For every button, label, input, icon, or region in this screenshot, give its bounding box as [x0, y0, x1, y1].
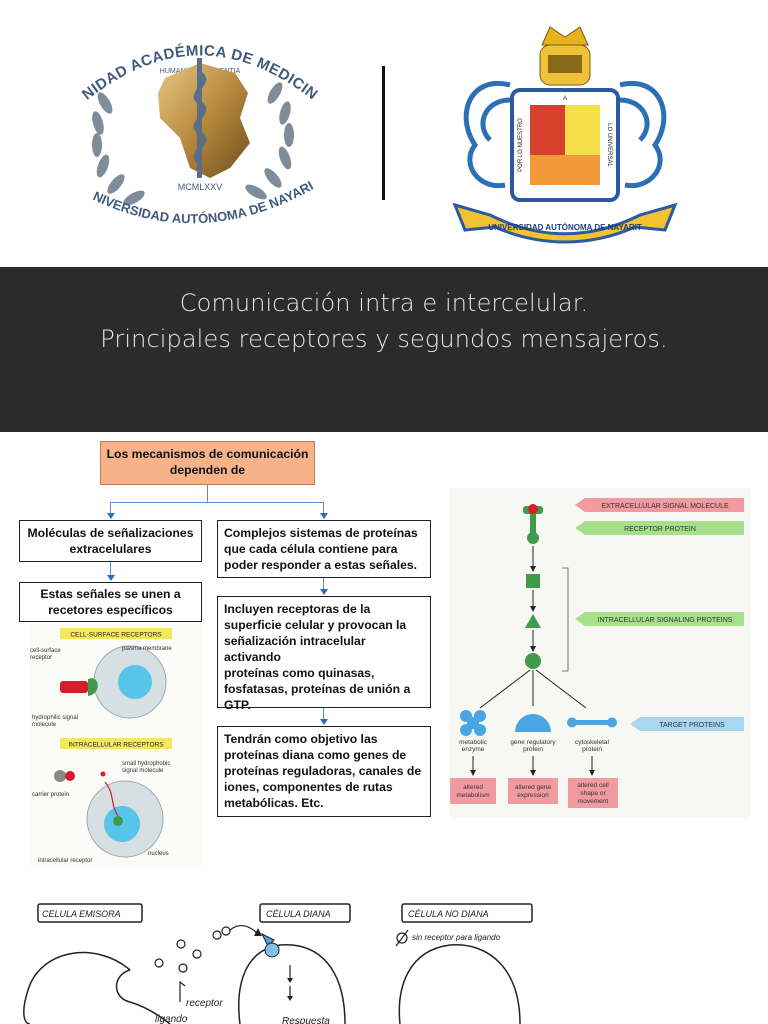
- svg-text:receptor: receptor: [30, 655, 52, 661]
- receptor-label-bg: [575, 521, 744, 535]
- svg-text:hydrophilic signal: hydrophilic signal: [32, 715, 78, 721]
- svg-text:plasma membrane: plasma membrane: [122, 646, 172, 652]
- university-coat-of-arms: A POR LO NUESTRO LO UNIVERSAL UNIVERSIDA…: [452, 26, 678, 244]
- flow-root-box: Los mecanismos de comunicación dependen …: [100, 441, 315, 485]
- svg-text:cytoskeletal: cytoskeletal: [575, 739, 610, 746]
- signal-molecule-icon: [60, 681, 88, 693]
- svg-text:expression: expression: [517, 792, 549, 799]
- svg-text:molecule: molecule: [32, 722, 57, 728]
- svg-text:intracellular receptor: intracellular receptor: [38, 858, 92, 864]
- shield-top-letter: A: [563, 96, 567, 102]
- flow-left-box: Moléculas de señalizaciones extracelular…: [19, 520, 202, 562]
- gene-regulatory-icon: [515, 714, 551, 732]
- signaling-pathway-figure: EXTRACELLULAR SIGNAL MOLECULE RECEPTOR P…: [450, 488, 750, 818]
- extracellular-label-bg: [575, 498, 744, 512]
- target-label: TARGET PROTEINS: [659, 722, 725, 729]
- receptors-figure: CELL-SURFACE RECEPTORS cell-surface rece…: [30, 624, 202, 868]
- nucleus-icon: [118, 665, 152, 699]
- extracellular-label: EXTRACELLULAR SIGNAL MOLECULE: [601, 503, 729, 510]
- logo-divider: [382, 66, 385, 200]
- mantle-icon: [463, 80, 667, 189]
- logo-year: MCMLXXV: [178, 182, 223, 192]
- ligand-molecules-icon: [154, 926, 231, 973]
- title-line-1: Comunicación intra e intercelular.: [179, 289, 589, 317]
- intracellular-header-bg: [60, 738, 172, 749]
- svg-text:altered: altered: [463, 784, 483, 791]
- shield-right-text: LO UNIVERSAL: [606, 123, 612, 167]
- sketch-label-diana: CÉLULA DIANA: [266, 909, 331, 919]
- flow-right-box: Complejos sistemas de proteínas que cada…: [217, 520, 431, 578]
- title-banner: Comunicación intra e intercelular. Princ…: [0, 267, 768, 432]
- svg-text:carrier protein: carrier protein: [32, 792, 69, 798]
- title-line-2: Principales receptores y segundos mensaj…: [100, 325, 668, 353]
- svg-text:protein: protein: [582, 746, 602, 753]
- sketch-receptor-label: receptor: [186, 998, 223, 1009]
- triangle-protein-icon: [525, 614, 541, 628]
- cells-sketch: CELULA EMISORA CÉLULA DIANA CÉLULA NO DI…: [23, 903, 533, 1024]
- svg-text:gene regulatory: gene regulatory: [510, 739, 556, 746]
- intracellular-header: INTRACELLULAR RECEPTORS: [68, 742, 164, 749]
- svg-text:cell-surface: cell-surface: [30, 648, 61, 654]
- empty-set-icon: [395, 929, 409, 947]
- laurel-icon: [92, 82, 294, 206]
- svg-text:nucleus: nucleus: [148, 851, 169, 857]
- svg-text:signal molecule: signal molecule: [122, 768, 164, 774]
- sketch-label-emisora: CELULA EMISORA: [42, 909, 121, 919]
- receptor-icon: [88, 678, 98, 696]
- svg-text:movement: movement: [578, 798, 609, 805]
- cell-surface-header: CELL-SURFACE RECEPTORS: [70, 632, 162, 639]
- svg-text:protein: protein: [523, 746, 543, 753]
- ribbon-icon: [452, 202, 678, 244]
- ribbon-text: UNIVERSIDAD AUTÓNOMA DE NAYARIT: [488, 223, 642, 232]
- svg-text:metabolic: metabolic: [459, 739, 488, 746]
- flow-left-sub-box: Estas señales se unen a recetores especí…: [19, 582, 202, 622]
- svg-text:altered gene: altered gene: [515, 784, 552, 791]
- flow-right-sub2-box: Tendrán como objetivo las proteínas dian…: [217, 726, 431, 817]
- circle-protein-icon: [525, 653, 541, 669]
- svg-text:metabolism: metabolism: [456, 792, 489, 799]
- medicine-unit-logo: UNIDAD ACADÉMICA DE MEDICINA HUMANUS ET …: [70, 18, 320, 226]
- sketch-no-receptor-text: sin receptor para ligando: [412, 933, 501, 942]
- receptor-label: RECEPTOR PROTEIN: [624, 526, 696, 533]
- sketch-response-label: Respuesta: [282, 1016, 330, 1024]
- svg-text:small hydrophobic: small hydrophobic: [122, 761, 170, 767]
- svg-text:altered cell: altered cell: [577, 782, 609, 789]
- sketch-ligand-label: ligando: [155, 1014, 188, 1024]
- target-label-bg: [630, 717, 744, 731]
- crown-icon: [539, 26, 591, 86]
- svg-text:shape or: shape or: [580, 790, 606, 797]
- intracellular-label-bg: [575, 612, 744, 626]
- sketch-label-no-diana: CÉLULA NO DIANA: [408, 909, 489, 919]
- intracellular-label: INTRACELLULAR SIGNALING PROTEINS: [598, 617, 733, 624]
- nayarit-map-icon: [158, 63, 250, 178]
- cell-surface-header-bg: [60, 628, 172, 639]
- flow-right-sub1-box: Incluyen receptoras de la superficie cel…: [217, 596, 431, 712]
- signal-molecule-icon: [528, 504, 538, 514]
- svg-text:enzyme: enzyme: [462, 746, 485, 753]
- shield-left-text: POR LO NUESTRO: [518, 118, 524, 172]
- square-protein-icon: [526, 574, 540, 588]
